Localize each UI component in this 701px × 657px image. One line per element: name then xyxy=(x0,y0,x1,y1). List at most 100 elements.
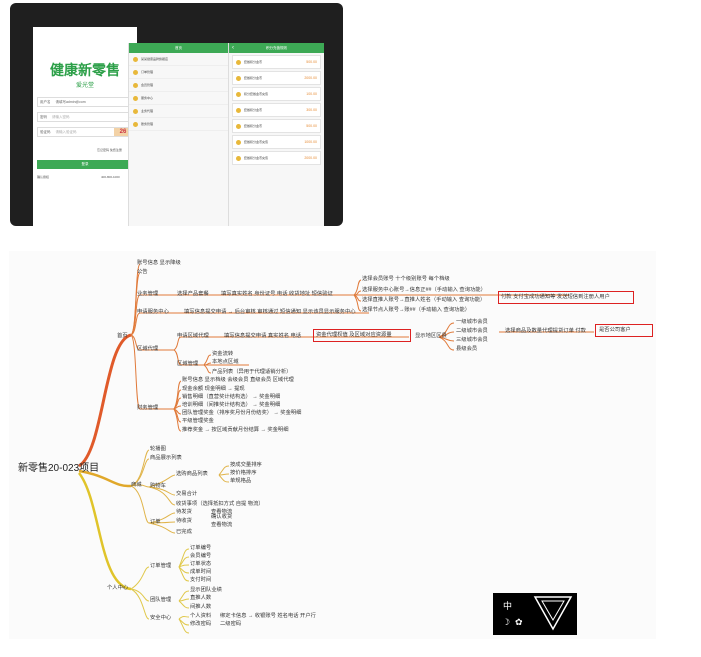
node-select-product[interactable]: 选择产品套餐 xyxy=(177,291,209,297)
node-team[interactable]: 团队管理 xyxy=(150,597,172,603)
triangle-logo-icon xyxy=(533,596,573,631)
node-checkout[interactable]: 交易合计 xyxy=(176,491,198,497)
app-screenshot: 健康新零售 爱光堂 用户名 请填写admin@com 密码 请输入密码 验证码 … xyxy=(10,3,343,226)
node-finance[interactable]: 财务管理 xyxy=(137,405,159,411)
node-agent[interactable]: 区域代理 xyxy=(137,346,159,352)
coin-icon xyxy=(236,75,241,81)
node-check-logistics-2[interactable]: 查看物流 xyxy=(211,522,233,528)
node-county[interactable]: 县级会员 xyxy=(456,346,478,352)
node-agent-flow[interactable]: 填写信息提交申请 真实姓名 电话 xyxy=(224,333,302,339)
node-order-status[interactable]: 订单状态 xyxy=(190,561,212,567)
node-security[interactable]: 安全中心 xyxy=(150,615,172,621)
node-agent-pay[interactable]: 选择商品及数量代理提货订单 付款 xyxy=(505,328,586,334)
node-business[interactable]: 业务管理 xyxy=(137,291,159,297)
node-personal[interactable]: 个人中心 xyxy=(107,585,129,591)
node-team-members[interactable]: 显示团队业绩 xyxy=(190,587,222,593)
node-single-goods[interactable]: 单规格品 xyxy=(230,478,252,484)
node-mall[interactable]: 商城 xyxy=(131,482,142,488)
node-fin4[interactable]: 培训明细（间推奖计结构选） → 奖金明细 xyxy=(182,402,281,408)
node-select-region[interactable]: 显示地区区县 xyxy=(415,333,447,339)
menu-item[interactable]: 服务中心 xyxy=(129,92,228,105)
username-field[interactable]: 用户名 请填写admin@com xyxy=(37,97,133,107)
node-opt2[interactable]: 选择服务中心账号→信息正##（手动输入 查询功能） xyxy=(362,287,486,293)
node-product-list[interactable]: 产品列表（异用于代理适销分析） xyxy=(212,369,292,375)
menu-item[interactable]: 会员管理 xyxy=(129,79,228,92)
node-pending-ship[interactable]: 待发货 xyxy=(176,509,192,515)
node-order-time[interactable]: 成单时间 xyxy=(190,569,212,575)
node-direct[interactable]: 直推人数 xyxy=(190,595,212,601)
node-bind-card[interactable]: 绑定卡信息 → 收银账号 姓名电话 开户行 xyxy=(220,613,316,619)
node-service-apply[interactable]: 申请服务中心 xyxy=(137,309,169,315)
node-funds-flow[interactable]: 资金流转 xyxy=(212,351,234,357)
node-mall-cat[interactable]: 商品展示列表 xyxy=(150,455,182,461)
node-fin3[interactable]: 销售明细（直营奖计结构选） → 奖金明细 xyxy=(182,394,281,400)
node-fin7[interactable]: 推荐奖金 → 按区域贡献月份结算 → 奖金明细 xyxy=(182,427,289,433)
node-indirect[interactable]: 间推人数 xyxy=(190,604,212,610)
pay-highlight-box xyxy=(498,291,634,304)
node-pending-receive[interactable]: 待收货 xyxy=(176,518,192,524)
node-change-pwd[interactable]: 修改密码 xyxy=(190,621,212,627)
node-addr-list[interactable]: 本地点区域 xyxy=(212,359,239,365)
node-district[interactable]: 三级城市会员 xyxy=(456,337,488,343)
node-cart[interactable]: 购物车 xyxy=(150,483,166,489)
node-sort-price[interactable]: 按价格排序 xyxy=(230,470,257,476)
node-agent-box[interactable]: 资金代理权值 及区域对应资源量 xyxy=(316,332,392,338)
login-links[interactable]: 忘记密码 免费注册 xyxy=(97,148,122,152)
node-account-info[interactable]: 账号信息 显示降级 xyxy=(137,260,181,266)
node-order-mgmt[interactable]: 订单管理 xyxy=(150,563,172,569)
node-fin5[interactable]: 团队管理奖金（排序奖月份月份结奖） → 奖金明细 xyxy=(182,410,302,416)
node-opt1[interactable]: 选择会员账号 十个级别账号 每个档级 xyxy=(362,276,450,282)
node-province[interactable]: 一级城市会员 xyxy=(456,319,488,325)
login-button[interactable]: 登录 xyxy=(37,160,133,169)
node-fin1[interactable]: 账号信息 显示档级 会级会员 直级会员 区域代理 xyxy=(182,377,294,383)
login-footer-right: 400-800-1000 xyxy=(101,175,120,179)
node-service-flow[interactable]: 填写信息提交申请 → 后台审核 审核通过 短信通知 显示该员显示服务中心 xyxy=(184,309,356,315)
node-check-logistics-1[interactable]: 查看物流 xyxy=(211,509,233,515)
menu-item[interactable]: 业务代理 xyxy=(129,105,228,118)
branch-home-line xyxy=(78,333,132,468)
node-member-no[interactable]: 会员编号 xyxy=(190,553,212,559)
chevron-left-icon[interactable]: ‹ xyxy=(232,45,234,51)
menu-icon xyxy=(133,95,138,101)
node-browse[interactable]: 选购商品列表 xyxy=(176,471,208,477)
node-pay[interactable]: 付款 支付宝成功通知等 发送短信到注册人用户 xyxy=(501,294,610,300)
menu-item[interactable]: 某某健康品牌旗舰店 xyxy=(129,53,228,66)
node-profile[interactable]: 个人资料 xyxy=(190,613,212,619)
node-city[interactable]: 二级城市会员 xyxy=(456,328,488,334)
node-receipt[interactable]: 收货事项（选择抵扣方式 自提 物流） xyxy=(176,501,264,507)
node-fin6[interactable]: 平级管理奖金 xyxy=(182,418,214,424)
node-second-pwd[interactable]: 二级密码 xyxy=(220,621,242,627)
node-boss[interactable]: 是否公司客户 xyxy=(599,327,631,333)
menu-icon xyxy=(133,108,138,114)
node-mall-home[interactable]: 轮播图 xyxy=(150,446,166,452)
node-fill-info[interactable]: 填写真实姓名 身份证号 电话 收货地址 短信验证 xyxy=(221,291,333,297)
node-agent-mgmt[interactable]: 区域管理 xyxy=(177,361,199,367)
node-pay-time[interactable]: 支付时间 xyxy=(190,577,212,583)
node-completed[interactable]: 已完成 xyxy=(176,529,192,535)
node-opt3[interactable]: 选择直推人账号→直推人姓名（手动输入 查询功能） xyxy=(362,297,486,303)
coin-icon xyxy=(236,139,241,145)
node-sort-sales[interactable]: 按成交量排序 xyxy=(230,462,262,468)
node-order-no[interactable]: 订单编号 xyxy=(190,545,212,551)
node-home[interactable]: 首页 xyxy=(117,333,128,339)
mindmap-root[interactable]: 新零售20-023项目 xyxy=(18,463,100,474)
password-field[interactable]: 密码 请输入密码 xyxy=(37,112,133,122)
node-opt4[interactable]: 选择节点人账号→账##（手动输入 查询功能） xyxy=(362,307,471,313)
node-announce[interactable]: 公告 xyxy=(137,269,148,275)
node-order[interactable]: 订单 xyxy=(150,519,161,525)
menu-item[interactable]: 订单管理 xyxy=(129,66,228,79)
captcha-field[interactable]: 验证码 请输入验证码 26 xyxy=(37,127,133,137)
branch-personal-line xyxy=(78,472,132,591)
node-confirm-receive[interactable]: 确认收货 xyxy=(211,514,233,520)
node-agent-apply[interactable]: 申请区域代理 xyxy=(177,333,209,339)
captcha-image[interactable]: 26 xyxy=(114,128,132,136)
node-fin2[interactable]: 现金余额 现金明细 → 提现 xyxy=(182,386,245,392)
menu-item[interactable]: 账务管理 xyxy=(129,118,228,131)
